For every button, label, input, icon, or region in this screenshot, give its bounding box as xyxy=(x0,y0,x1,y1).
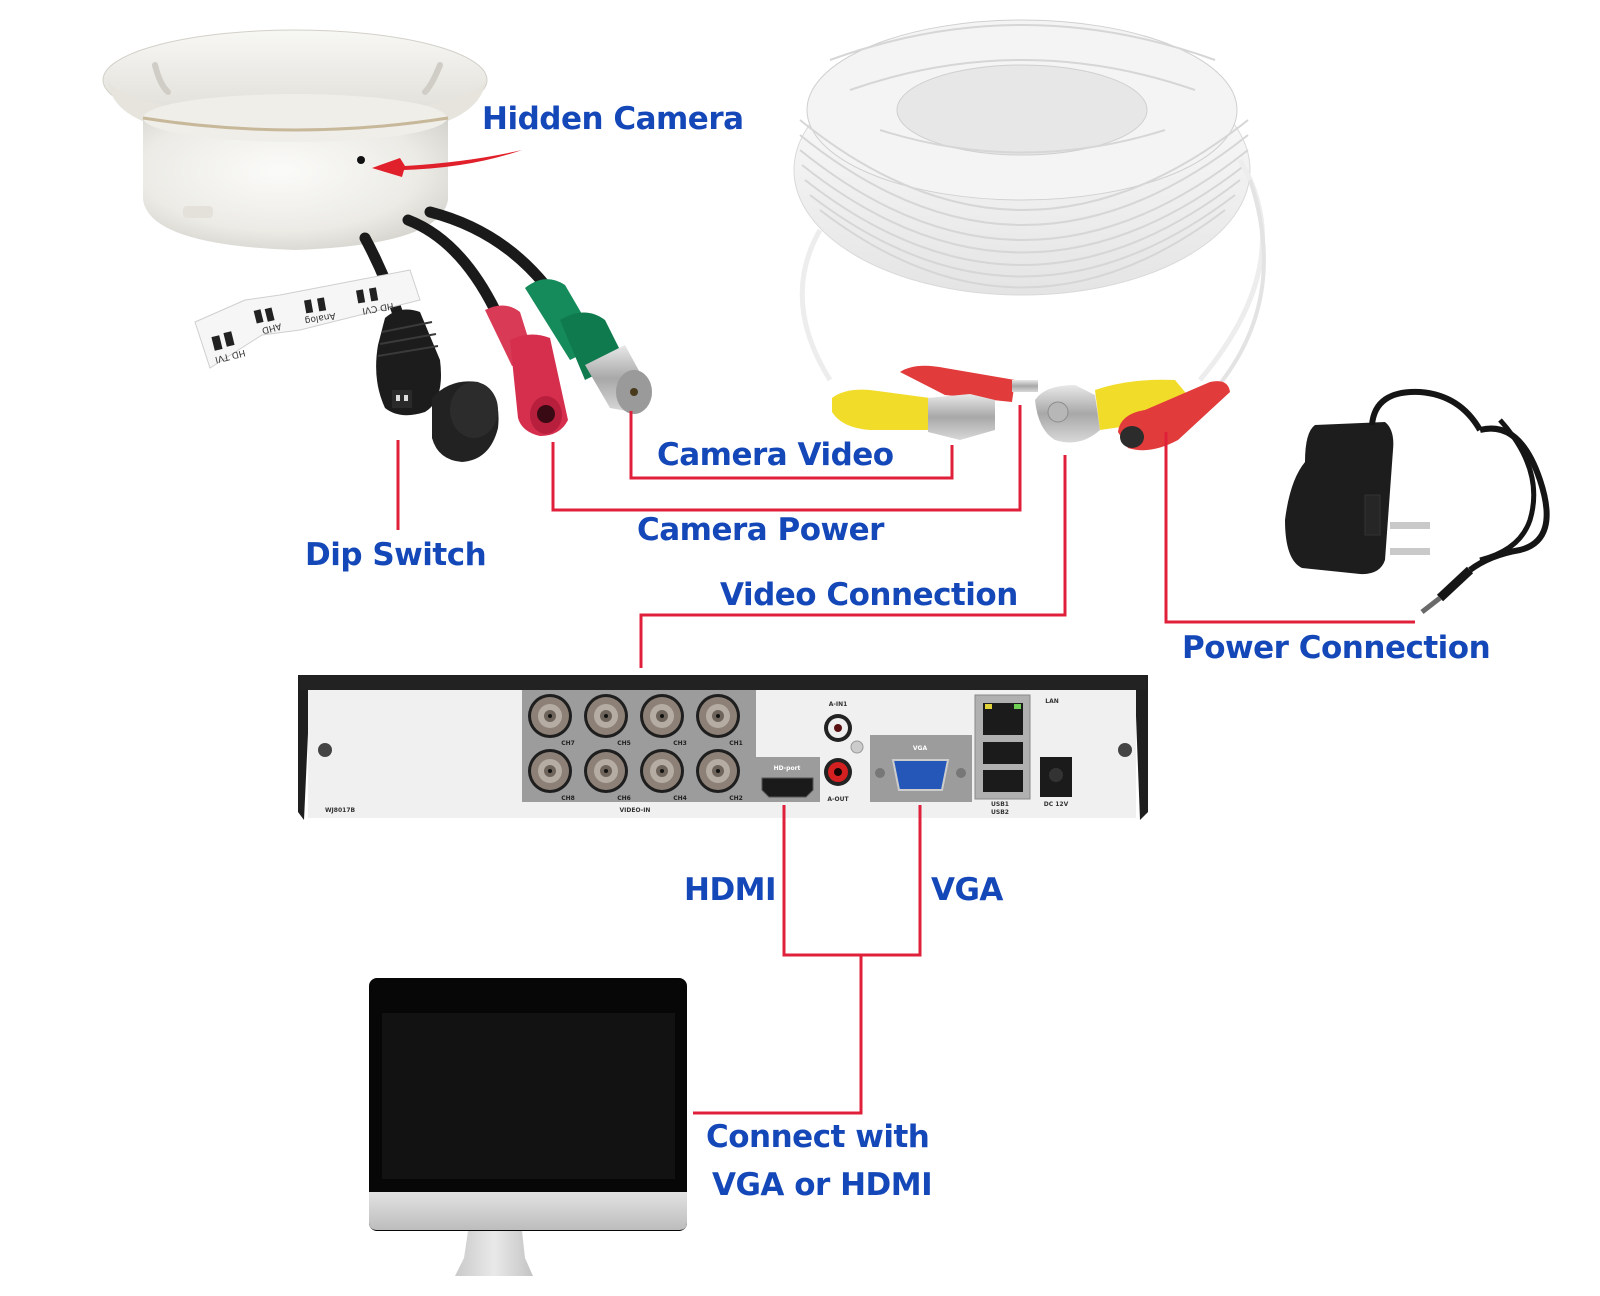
line-power-connection xyxy=(1164,432,1415,624)
line-hdmi xyxy=(782,805,922,957)
line-video-connection xyxy=(639,455,1067,668)
video-in-label: VIDEO-IN xyxy=(620,807,651,814)
usb2-label: USB2 xyxy=(991,809,1009,816)
vga-port-label: VGA xyxy=(913,745,928,752)
monitor-label-line2: VGA or HDMI xyxy=(712,1167,933,1203)
bnc-port: CH6 xyxy=(584,749,631,802)
bnc-port: CH5 xyxy=(584,694,631,747)
monitor-label-line1: Connect with xyxy=(706,1119,930,1155)
camera-power-label: Camera Power xyxy=(637,512,884,548)
bnc-port: CH2 xyxy=(696,749,743,802)
line-camera-video xyxy=(629,411,954,480)
channel-label: CH2 xyxy=(729,795,743,802)
dip-switch-connector xyxy=(376,309,499,462)
channel-label: CH4 xyxy=(673,795,687,802)
model-label: WJ8017B xyxy=(325,807,356,814)
power-adapter xyxy=(1285,388,1550,614)
hidden-camera-device xyxy=(102,29,488,250)
line-monitor xyxy=(693,955,863,1115)
monitor xyxy=(369,978,687,1276)
cable-left-end xyxy=(832,365,1038,440)
channel-label: CH5 xyxy=(617,740,631,747)
bnc-port: CH4 xyxy=(640,749,687,802)
connector-lines xyxy=(396,405,1415,1115)
hdmi-port-label: HD-port xyxy=(774,765,801,772)
bnc-port: CH7 xyxy=(528,694,575,747)
bnc-port: CH3 xyxy=(640,694,687,747)
audio-out-label: A-OUT xyxy=(827,796,849,803)
camera-video-connector xyxy=(525,279,652,414)
arrow-icon xyxy=(372,150,522,177)
hdmi-label: HDMI xyxy=(684,872,777,908)
audio-in-label: A-IN1 xyxy=(829,701,848,708)
dc-label: DC 12V xyxy=(1044,801,1069,808)
video-connection-label: Video Connection xyxy=(720,577,1018,613)
channel-label: CH1 xyxy=(729,740,743,747)
power-connection-label: Power Connection xyxy=(1182,630,1491,666)
usb1-label: USB1 xyxy=(991,801,1009,808)
channel-label: CH8 xyxy=(561,795,575,802)
hidden-camera-label: Hidden Camera xyxy=(482,101,744,137)
lan-label: LAN xyxy=(1045,698,1059,705)
vga-label: VGA xyxy=(931,872,1003,908)
camera-power-connector xyxy=(485,305,568,436)
dip-tag-mode-ahd: AHD xyxy=(261,320,283,335)
dip-switch-tag: HD TVI AHD Analog HD CVI xyxy=(194,269,421,369)
cable-right-end xyxy=(1035,379,1230,451)
dip-switch-label: Dip Switch xyxy=(305,537,487,573)
siamese-cable-coil xyxy=(793,19,1266,392)
bnc-port: CH8 xyxy=(528,749,575,802)
bnc-port: CH1 xyxy=(696,694,743,747)
channel-label: CH6 xyxy=(617,795,631,802)
channel-label: CH3 xyxy=(673,740,687,747)
line-camera-power xyxy=(551,405,1022,512)
channel-label: CH7 xyxy=(561,740,575,747)
camera-video-label: Camera Video xyxy=(657,437,894,473)
